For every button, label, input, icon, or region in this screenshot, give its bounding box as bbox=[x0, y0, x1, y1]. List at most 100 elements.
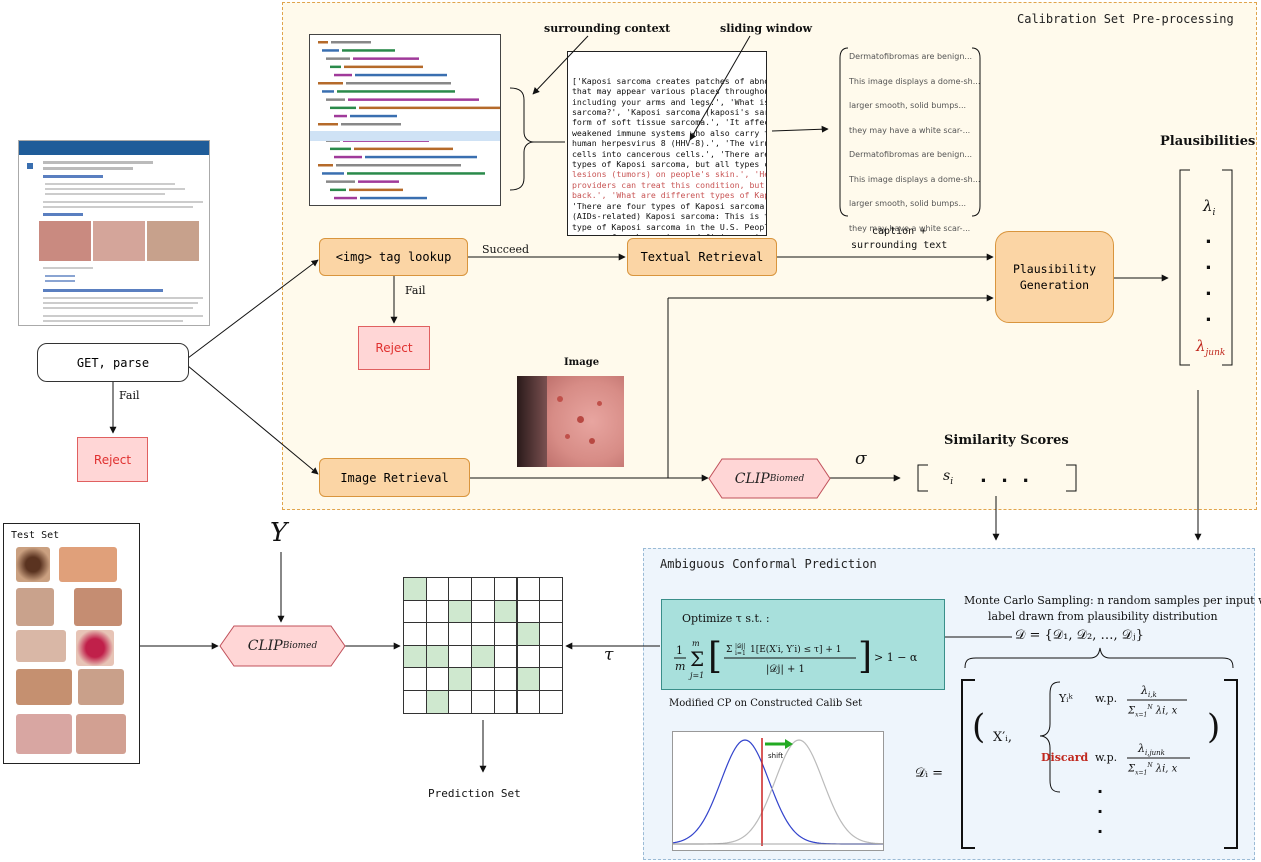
webpage-image-3 bbox=[147, 221, 199, 261]
code-line-token bbox=[330, 188, 346, 192]
code-line-token bbox=[349, 188, 403, 192]
grid-cell bbox=[516, 599, 541, 624]
grid-cell bbox=[471, 644, 495, 669]
di-dots: ... bbox=[1097, 778, 1104, 837]
retrieved-chunks: Dermatofibromas are benign... This image… bbox=[849, 45, 980, 241]
code-line-token bbox=[334, 73, 352, 77]
code-line-token bbox=[360, 196, 427, 200]
code-line-token bbox=[365, 155, 477, 159]
distribution-curves bbox=[672, 738, 884, 846]
html-code-window bbox=[309, 34, 501, 206]
code-line-token bbox=[341, 123, 401, 126]
fail-label-1: Fail bbox=[119, 389, 140, 402]
sliding-text-line: cells into cancerous cells.', 'There are… bbox=[572, 148, 766, 159]
grid-cell bbox=[493, 644, 518, 669]
distribution-plot: shift bbox=[672, 731, 884, 851]
sliding-text-line: human herpesvirus 8 (HHV-8).', 'The viru… bbox=[572, 138, 766, 149]
svg-text:m: m bbox=[675, 660, 685, 673]
sigma-label: σ bbox=[855, 449, 867, 469]
image-label: Image bbox=[564, 357, 600, 368]
code-line-token bbox=[330, 65, 341, 69]
webpage-side-icon bbox=[27, 163, 33, 169]
grid-cell bbox=[516, 622, 541, 646]
code-line-token bbox=[346, 82, 451, 85]
code-line-token bbox=[350, 114, 397, 118]
svg-text:1[E(X′i, Y′i) ≤ τ] + 1: 1[E(X′i, Y′i) ≤ τ] + 1 bbox=[750, 644, 842, 655]
code-line-token bbox=[337, 90, 455, 93]
code-line-token bbox=[358, 180, 399, 183]
chunk-item: larger smooth, solid bumps... bbox=[849, 199, 967, 208]
test-set-panel: Test Set bbox=[3, 523, 140, 764]
svg-text:1: 1 bbox=[676, 644, 683, 657]
test-image-10 bbox=[76, 714, 126, 754]
grid-cell bbox=[448, 690, 473, 714]
sum-denominator-2: Σx=1N λi, x bbox=[1128, 762, 1178, 777]
modified-cp-label: Modified CP on Constructed Calib Set bbox=[669, 698, 863, 709]
grid-cell bbox=[516, 577, 541, 601]
grid-cell bbox=[403, 577, 427, 601]
svg-text:m: m bbox=[692, 639, 700, 648]
grid-cell bbox=[448, 622, 473, 646]
plausibility-generation-node: Plausibility Generation bbox=[995, 231, 1114, 323]
lambda-ik-numerator: λi,k bbox=[1141, 684, 1157, 700]
code-line-token bbox=[330, 147, 351, 151]
grid-cell bbox=[448, 644, 473, 669]
grid-cell bbox=[403, 667, 427, 691]
code-line-token bbox=[336, 164, 461, 167]
code-line-token bbox=[326, 57, 350, 60]
grid-cell bbox=[471, 690, 495, 714]
test-image-7 bbox=[16, 669, 72, 705]
succeed-label: Succeed bbox=[482, 243, 530, 256]
chunk-item: Dermatofibromas are benign... bbox=[849, 52, 973, 61]
svg-text:]: ] bbox=[858, 636, 872, 677]
close-paren: ) bbox=[1207, 707, 1221, 747]
score-grid bbox=[403, 577, 563, 715]
test-image-6 bbox=[76, 630, 114, 666]
svg-text:> 1 − α: > 1 − α bbox=[874, 651, 918, 664]
reject-node-1: Reject bbox=[77, 437, 148, 482]
textual-retrieval-node: Textual Retrieval bbox=[627, 238, 777, 276]
grid-cell bbox=[471, 667, 495, 691]
grid-cell bbox=[493, 577, 518, 601]
test-set-label: Test Set bbox=[11, 530, 60, 541]
sliding-text-line: sarcoma from human immunodeficiency viru… bbox=[572, 232, 766, 235]
grid-cell bbox=[471, 577, 495, 601]
sliding-text-line: ['Kaposi sarcoma creates patches of abno… bbox=[572, 75, 766, 86]
grid-cell bbox=[516, 644, 541, 669]
grid-cell bbox=[539, 690, 563, 714]
shift-label: shift bbox=[768, 752, 784, 760]
grid-cell bbox=[425, 690, 450, 714]
code-line-token bbox=[334, 155, 362, 159]
code-line-token bbox=[322, 49, 339, 52]
sliding-text-line: type of Kaposi sarcoma in the U.S. Peopl… bbox=[572, 221, 766, 232]
img-tag-lookup-node: <img> tag lookup bbox=[319, 238, 468, 276]
svg-text:i=1: i=1 bbox=[735, 650, 746, 657]
test-image-2 bbox=[59, 547, 117, 582]
wp-label-1: w.p. bbox=[1095, 692, 1118, 705]
svg-text:Σ: Σ bbox=[690, 647, 704, 671]
image-retrieval-node: Image Retrieval bbox=[319, 458, 470, 497]
grid-cell bbox=[539, 622, 563, 646]
grid-cell bbox=[403, 644, 427, 669]
grid-cell bbox=[425, 599, 450, 624]
code-line-token bbox=[318, 164, 333, 167]
chunk-item: they may have a white scar-... bbox=[849, 223, 971, 233]
plausibility-generation-line-1: Plausibility bbox=[1012, 262, 1097, 276]
lambda-ijunk-numerator: λi,junk bbox=[1138, 742, 1165, 758]
grid-cell bbox=[516, 690, 541, 714]
code-line-token bbox=[348, 98, 479, 101]
code-line-token bbox=[354, 147, 453, 151]
tau-label: τ bbox=[604, 645, 614, 665]
sliding-text-line: lesions (tumors) on people's skin.', 'He… bbox=[572, 169, 766, 180]
sliding-text-line: form of soft tissue sarcoma.', 'It affec… bbox=[572, 117, 766, 128]
plausibility-generation-line-2: Generation bbox=[1019, 278, 1090, 292]
grid-cell bbox=[448, 577, 473, 601]
test-image-5 bbox=[16, 630, 66, 662]
grid-cell bbox=[425, 667, 450, 691]
grid-cell bbox=[493, 667, 518, 691]
grid-cell bbox=[425, 622, 450, 646]
sliding-text-line: 'There are four types of Kaposi sarcoma:… bbox=[572, 200, 766, 211]
